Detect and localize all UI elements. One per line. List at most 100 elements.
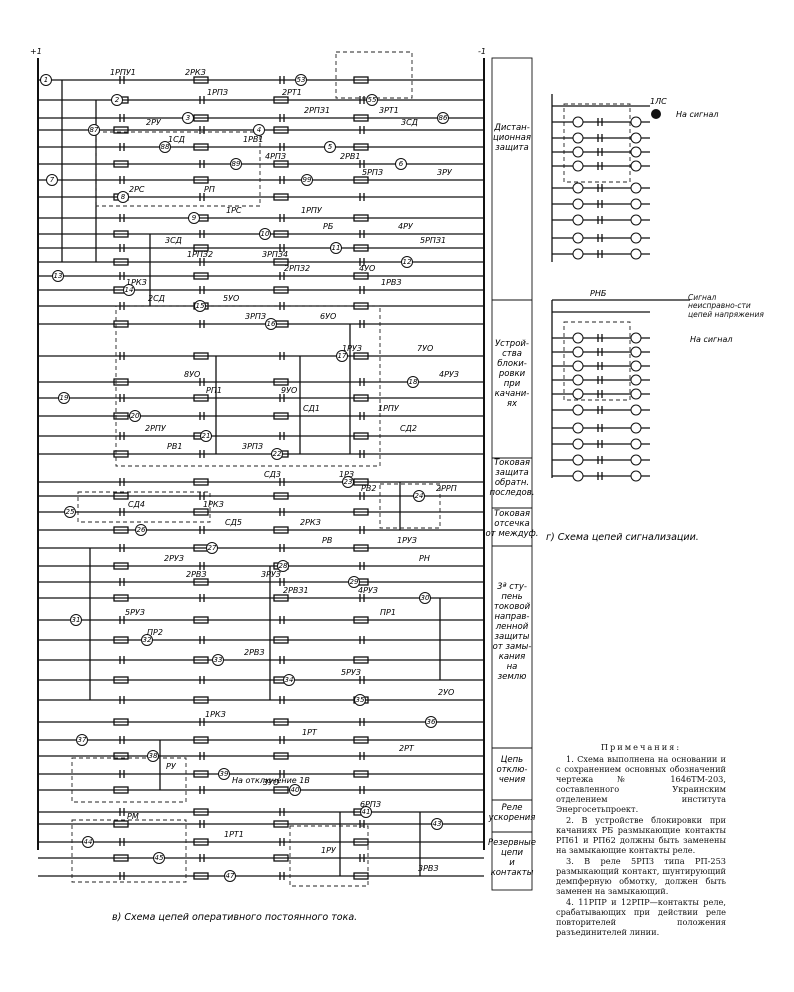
relay-label: 5РУЗ xyxy=(125,608,145,617)
signal-node xyxy=(572,116,584,128)
terminal-node xyxy=(58,392,70,404)
terminal-node-label: 33 xyxy=(214,656,223,664)
section-label-line: защита xyxy=(495,468,528,478)
terminal-node xyxy=(188,212,200,224)
coil-mark xyxy=(273,96,289,104)
section-label-line: качани- xyxy=(495,389,530,399)
coil-mark xyxy=(353,770,369,778)
terminal-node xyxy=(419,592,431,604)
coil-mark xyxy=(193,808,209,816)
section-label-line: токовой xyxy=(494,602,531,612)
section-dividers xyxy=(492,299,532,833)
relay-label: 3РПЗ xyxy=(242,442,263,451)
coil-mark xyxy=(113,594,129,602)
terminal-node-label: 53 xyxy=(297,76,306,84)
coil-mark xyxy=(273,378,289,386)
terminal-node-label: 18 xyxy=(409,378,418,386)
signal-node xyxy=(572,332,584,344)
terminal-node-label: 25 xyxy=(66,508,75,516)
section-label-line: от междуф. xyxy=(485,529,538,539)
coil-mark xyxy=(193,656,209,664)
signal-node xyxy=(630,388,642,400)
enclosure xyxy=(115,305,381,467)
coil-mark xyxy=(273,786,289,794)
relay-label: 2РКЗ xyxy=(300,518,321,527)
coil-mark xyxy=(113,820,129,828)
enclosure xyxy=(77,491,211,523)
terminal-node xyxy=(253,124,265,136)
terminal-node xyxy=(295,74,307,86)
relay-label: 1РС xyxy=(226,206,242,215)
relay-label: 3РВЗ xyxy=(418,864,439,873)
note-4: 4. 11РПР и 12РПР—контакты реле, срабатыв… xyxy=(556,897,726,937)
terminal-node-label: 30 xyxy=(421,594,430,602)
relay-label: РБ xyxy=(323,222,334,231)
enclosure xyxy=(71,757,187,803)
signal-node xyxy=(572,360,584,372)
coil-mark xyxy=(353,244,369,252)
terminal-node xyxy=(437,112,449,124)
relay-label: 2УО xyxy=(438,688,454,697)
coil-mark xyxy=(273,193,289,201)
coil-mark xyxy=(273,718,289,726)
terminal-node xyxy=(82,836,94,848)
signal-node xyxy=(630,132,642,144)
section-label-line: пень xyxy=(501,592,522,602)
relay-label: СД5 xyxy=(225,518,242,527)
coil-mark xyxy=(273,854,289,862)
relay-label: 2РВЗ1 xyxy=(283,586,309,595)
signal-node xyxy=(572,232,584,244)
terminal-node-label: 38 xyxy=(149,752,158,760)
coil-mark xyxy=(193,770,209,778)
terminal-node xyxy=(431,818,443,830)
to-signal-label-1: На сигнал xyxy=(676,110,719,119)
terminal-node-label: 14 xyxy=(125,286,134,294)
relay-label: 4РУЗ xyxy=(439,370,459,379)
terminal-node xyxy=(153,852,165,864)
relay-label: РУ xyxy=(166,762,177,771)
coil-mark xyxy=(193,578,209,586)
signal-node xyxy=(630,116,642,128)
relay-label: 5РПЗ xyxy=(362,168,383,177)
terminal-node-label: 45 xyxy=(155,854,164,862)
section-label-line: ства xyxy=(502,349,522,359)
terminal-node-label: 5 xyxy=(328,143,333,151)
relay-label: 3СД xyxy=(401,118,418,127)
section-label-line: обратн. xyxy=(495,478,529,488)
relay-label: 2СД xyxy=(148,294,165,303)
terminal-node xyxy=(289,784,301,796)
terminal-node-label: 26 xyxy=(137,526,146,534)
terminal-node xyxy=(200,430,212,442)
coil-mark xyxy=(113,160,129,168)
enclosure xyxy=(379,483,441,529)
terminal-node-label: 20 xyxy=(131,412,140,420)
section-label-line: Устрой- xyxy=(495,339,529,349)
terminal-node-label: 87 xyxy=(90,126,99,134)
terminal-node-label: 41 xyxy=(362,808,371,816)
coil-mark xyxy=(113,230,129,238)
relay-label: 2РВЗ xyxy=(244,648,265,657)
terminal-node-label: 15 xyxy=(196,302,205,310)
terminal-node xyxy=(336,350,348,362)
terminal-node-label: 28 xyxy=(279,562,288,570)
relay-label: 1РУЗ xyxy=(397,536,417,545)
signal-node xyxy=(630,438,642,450)
relay-label: СД4 xyxy=(128,500,145,509)
signal-node xyxy=(630,360,642,372)
terminal-node xyxy=(194,300,206,312)
relay-label: РМ xyxy=(127,812,139,821)
coil-mark xyxy=(353,272,369,280)
section-label-line: направ- xyxy=(494,612,529,622)
terminal-node xyxy=(46,174,58,186)
terminal-node xyxy=(206,542,218,554)
relay-label: 7УО xyxy=(417,344,433,353)
signal-node xyxy=(630,146,642,158)
coil-mark xyxy=(273,594,289,602)
terminal-node xyxy=(277,560,289,572)
coil-mark xyxy=(353,736,369,744)
section-label-line: блоки- xyxy=(497,359,527,369)
section-label-line: Цепь xyxy=(501,755,523,765)
relay-labels: 1РПУ11РПЗ2РПЗ13СД1СД4РПЗ5РПЗ2РС1РСРБ5РПЗ… xyxy=(110,68,459,873)
